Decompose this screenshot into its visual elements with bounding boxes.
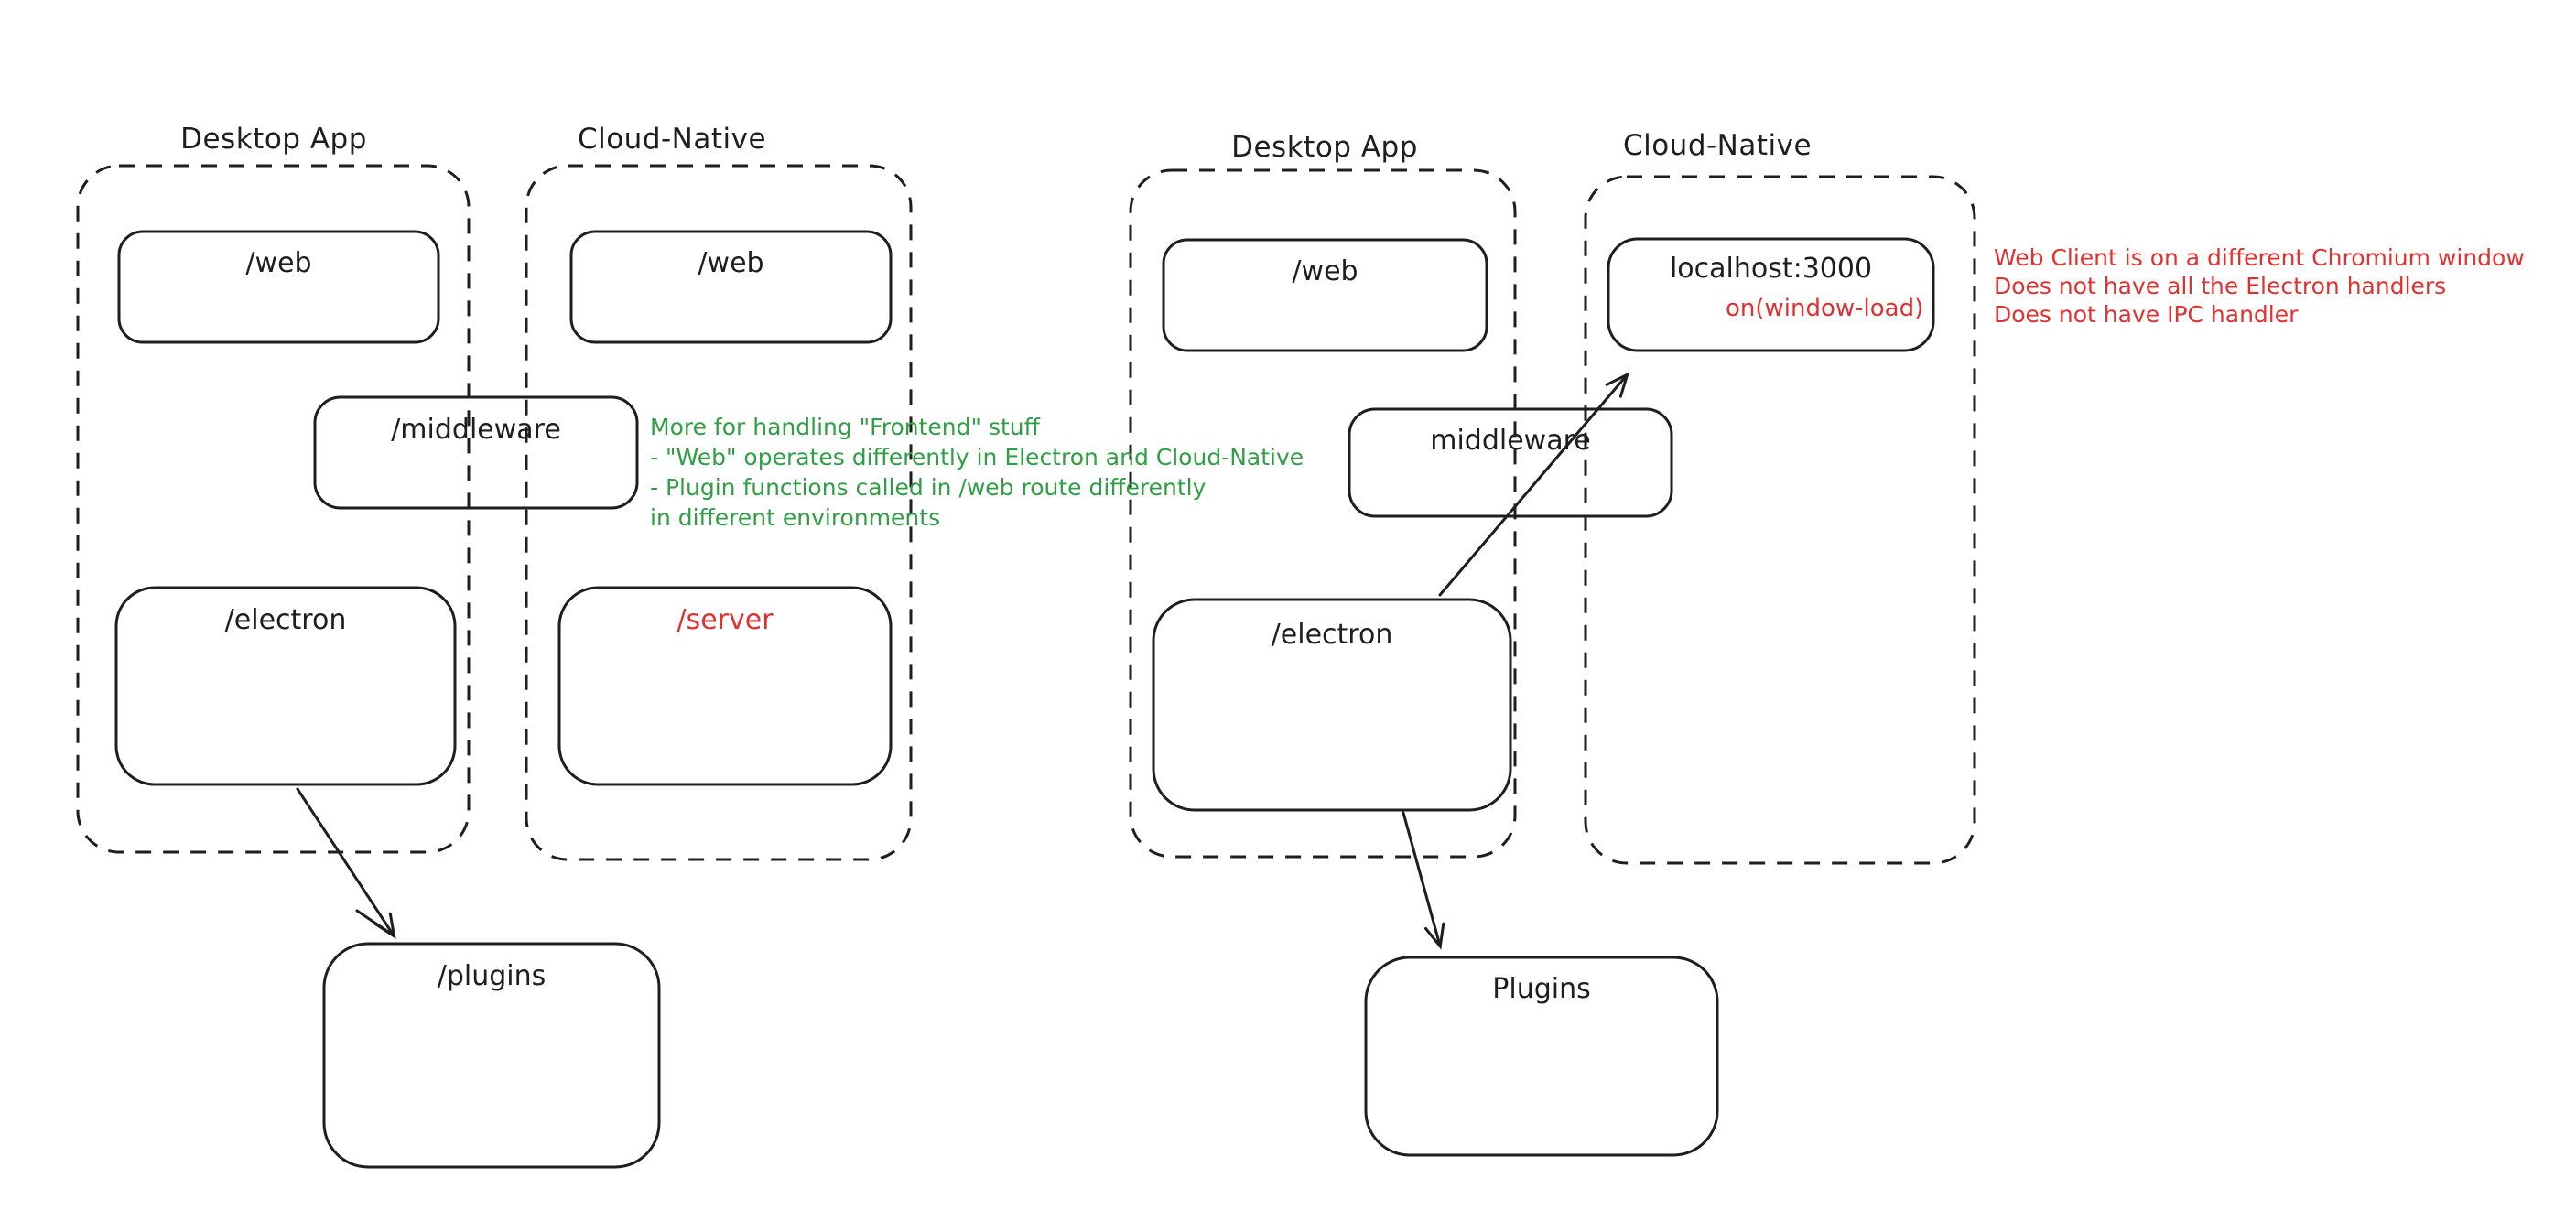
green-note-line-2: - "Web" operates differently in Electron… (650, 444, 1304, 470)
left-electron-label: /electron (224, 604, 347, 636)
green-note: More for handling "Frontend" stuff - "We… (650, 412, 1304, 533)
right-web-label: /web (1292, 255, 1358, 287)
right-on-window-load-label: on(window-load) (1726, 295, 1924, 322)
left-plugins-box (322, 942, 661, 1169)
red-note: Web Client is on a different Chromium wi… (1994, 243, 2525, 329)
left-electron-box (114, 586, 457, 786)
left-cloud-native-container (525, 164, 913, 861)
red-note-line-2: Does not have all the Electron handlers (1994, 273, 2447, 299)
left-arrow-extra-stroke (355, 909, 390, 934)
left-server-box (557, 586, 893, 786)
right-desktop-app-label: Desktop App (1231, 131, 1418, 164)
left-plugins-label: /plugins (437, 960, 547, 992)
right-electron-box (1152, 598, 1512, 812)
green-note-line-4: in different environments (650, 504, 941, 531)
right-cloud-native-container (1584, 175, 1976, 865)
left-cloud-native-label: Cloud-Native (577, 123, 767, 156)
green-note-line-3: - Plugin functions called in /web route … (650, 474, 1207, 501)
right-middleware-label: middleware (1430, 425, 1591, 457)
green-note-line-1: More for handling "Frontend" stuff (650, 414, 1040, 440)
right-plugins-label: Plugins (1492, 973, 1591, 1005)
right-electron-to-plugins-arrow (1402, 811, 1445, 950)
right-web-box (1162, 238, 1488, 352)
right-plugins-box (1364, 956, 1719, 1157)
right-desktop-app-container (1129, 168, 1517, 859)
left-server-label: /server (676, 604, 774, 636)
red-note-line-1: Web Client is on a different Chromium wi… (1994, 244, 2525, 271)
left-web-desktop-label: /web (245, 247, 312, 279)
right-cloud-native-label: Cloud-Native (1622, 129, 1813, 162)
left-web-cloud-label: /web (698, 247, 764, 279)
right-electron-label: /electron (1271, 619, 1393, 651)
left-web-box-cloud (569, 230, 893, 344)
right-electron-to-localhost-arrow (1438, 372, 1630, 597)
left-web-box-desktop (117, 230, 440, 344)
left-desktop-app-label: Desktop App (180, 123, 367, 156)
left-desktop-app-container (76, 164, 471, 854)
right-middleware-box (1348, 407, 1673, 518)
right-localhost-label: localhost:3000 (1669, 253, 1873, 285)
right-localhost-box (1607, 237, 1935, 352)
left-middleware-label: /middleware (391, 414, 561, 446)
red-note-line-3: Does not have IPC handler (1994, 301, 2299, 328)
left-middleware-box (313, 395, 639, 510)
left-electron-to-plugins-arrow (296, 787, 396, 939)
